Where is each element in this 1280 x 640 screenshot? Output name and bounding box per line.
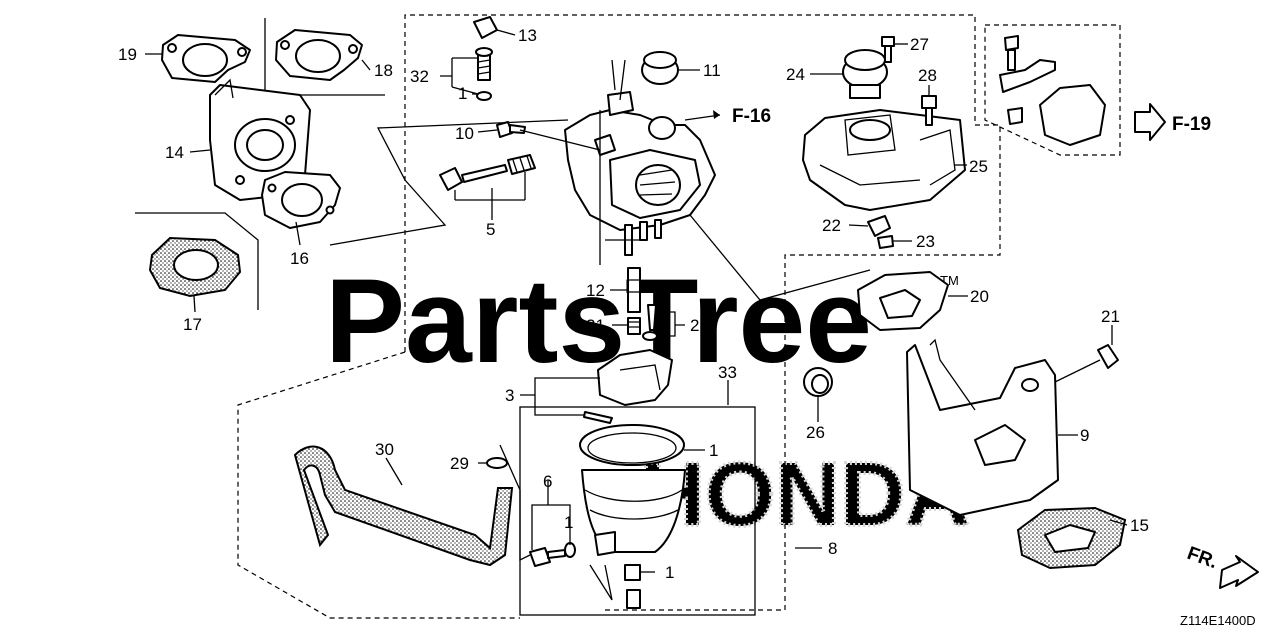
part-labels: 19 18 14 16 17 13 32 1 10 11 F-16 5 12 3… (118, 26, 1256, 628)
drain-tube-30 (293, 445, 514, 567)
diagram-code: Z114E1400D (1180, 613, 1256, 628)
label-1-d: 1 (665, 563, 674, 582)
drain-screw-6 (529, 542, 576, 567)
screw-28 (921, 95, 937, 126)
label-10: 10 (455, 124, 474, 143)
label-27: 27 (910, 35, 929, 54)
label-24: 24 (786, 65, 805, 84)
gasket-18 (275, 29, 363, 81)
label-25: 25 (969, 157, 988, 176)
actuator-24 (842, 49, 888, 99)
front-direction-arrow (1219, 555, 1259, 589)
cap-11 (641, 51, 679, 85)
label-31: 31 (586, 316, 605, 335)
grommet-26 (803, 367, 833, 397)
gasket-17 (148, 236, 242, 298)
f19-reference-box (984, 24, 1121, 156)
watermark-text: PartsTree (325, 254, 872, 388)
label-19: 19 (118, 45, 137, 64)
float-bowl (579, 424, 686, 609)
label-29: 29 (450, 454, 469, 473)
label-8: 8 (828, 539, 837, 558)
screw-10 (496, 121, 526, 138)
label-28: 28 (918, 66, 937, 85)
f19-reference-parts (999, 35, 1106, 146)
label-2: 2 (690, 316, 699, 335)
label-16: 16 (290, 249, 309, 268)
gasket-15 (1016, 506, 1127, 570)
bracket-22 (867, 215, 891, 237)
label-1-b: 1 (709, 441, 718, 460)
screw-27 (881, 36, 895, 63)
float-3 (583, 349, 673, 424)
ref-f16: F-16 (732, 106, 771, 127)
label-15: 15 (1130, 516, 1149, 535)
label-11: 11 (703, 61, 721, 80)
label-3: 3 (505, 386, 514, 405)
label-22: 22 (822, 216, 841, 235)
label-1-a: 1 (458, 84, 467, 103)
label-13: 13 (518, 26, 537, 45)
main-jet-12 (627, 267, 641, 313)
label-6: 6 (543, 472, 552, 491)
ref-f19: F-19 (1172, 114, 1211, 135)
label-18: 18 (374, 61, 393, 80)
label-9: 9 (1080, 426, 1089, 445)
label-23: 23 (916, 232, 935, 251)
fuel-bowl-group-boundary (237, 351, 520, 619)
label-17: 17 (183, 315, 202, 334)
label-30: 30 (375, 440, 394, 459)
label-20: 20 (970, 287, 989, 306)
bracket-17 (135, 212, 259, 310)
label-21: 21 (1101, 307, 1120, 326)
f19-arrow (1134, 103, 1166, 141)
clip-29 (486, 457, 508, 469)
float-valve-2 (627, 304, 658, 341)
ref-fr: FR. (1184, 543, 1220, 573)
label-1-c: 1 (564, 513, 573, 532)
label-32: 32 (410, 67, 429, 86)
leader-lines (145, 29, 1128, 601)
gasket-20 (857, 271, 949, 331)
pilot-screw-5 (439, 154, 536, 191)
gasket-19 (161, 34, 251, 83)
label-14: 14 (165, 143, 184, 162)
carburetor-body (564, 59, 716, 256)
air-guide-9 (906, 338, 1059, 516)
label-5: 5 (486, 220, 495, 239)
clip-21 (1097, 344, 1119, 369)
air-cleaner-case-25 (802, 109, 966, 211)
f16-arrow (684, 110, 721, 121)
label-33: 33 (718, 363, 737, 382)
label-12: 12 (586, 281, 605, 300)
label-26: 26 (806, 423, 825, 442)
gasket-16 (261, 171, 341, 229)
carburetor-assembly-boundary (404, 14, 1001, 611)
screw-13-assembly (473, 16, 498, 101)
bolt-23 (877, 235, 894, 249)
